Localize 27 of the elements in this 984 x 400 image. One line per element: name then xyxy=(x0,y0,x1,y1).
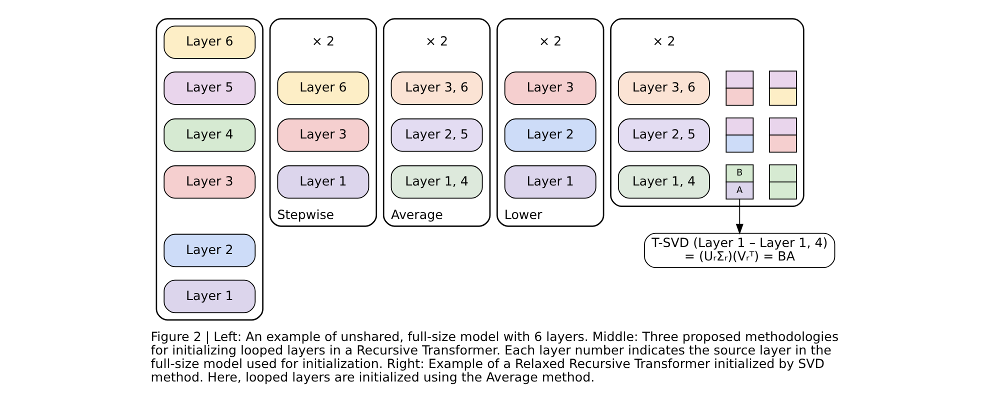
node-label: × 2 xyxy=(652,34,676,49)
cluster xyxy=(156,18,264,321)
node-label: × 2 xyxy=(312,34,335,49)
node-box: Layer 2, 5 xyxy=(390,118,483,152)
node-box: Layer 2 xyxy=(164,234,256,268)
node-box: Layer 3 xyxy=(504,72,596,105)
node-box: Layer 2, 5 xyxy=(618,118,710,152)
node-box: Layer 3, 6 xyxy=(618,72,710,105)
cluster xyxy=(610,18,804,207)
arrow xyxy=(736,198,744,235)
node-box: Layer 5 xyxy=(164,72,256,105)
node-label: × 2 xyxy=(539,34,562,49)
node-box: Layer 1 xyxy=(504,165,596,199)
caption: Figure 2 | Left: An example of unshared, full-size model with 6 layers. Middle: Three proposed methodologies for initializing looped layers in a Recursive Transformer. Each layer number indicates the source layer in the full-size model used for initialization. Right: Example of a Relaxed Recursive Transformer initialized by SVD method. Here, looped layers are initialized using the Average method. xyxy=(150,328,839,384)
node-box: Layer 6 xyxy=(277,72,370,105)
node-box: Layer 2 xyxy=(504,118,596,152)
node-box: Layer 4 xyxy=(164,118,256,152)
node-box: Layer 1 xyxy=(164,280,256,314)
node-box: Layer 3 xyxy=(164,165,256,199)
node-box: Layer 1, 4 xyxy=(390,165,483,199)
node-box: Layer 1, 4 xyxy=(618,165,710,199)
node-box: Layer 6 xyxy=(164,26,256,59)
node-box: Layer 3 xyxy=(277,118,370,152)
node-box: Layer 1 xyxy=(277,165,370,199)
node-label: × 2 xyxy=(425,34,448,49)
node-box: T-SVD (Layer 1 – Layer 1, 4) = (UᵣΣᵣ)(Vᵣᵀ) = BA xyxy=(644,232,836,268)
node-box: Layer 3, 6 xyxy=(390,72,483,105)
